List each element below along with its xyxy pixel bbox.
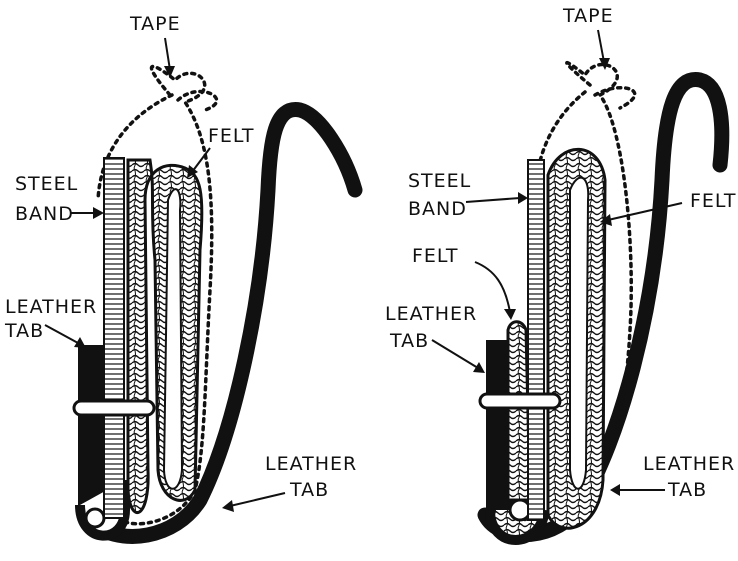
right-label-tab-top: TAB (389, 330, 429, 352)
left-label-leather-bottom: LEATHER (265, 453, 357, 475)
left-label-felt: FELT (208, 125, 255, 147)
right-label-tab-bottom: TAB (667, 479, 707, 501)
left-label-tab-top: TAB (4, 320, 44, 342)
left-felt-inner-gap (164, 189, 182, 489)
left-label-tape: TAPE (129, 13, 181, 35)
right-label-steel: STEEL (408, 170, 471, 192)
right-label-band: BAND (408, 198, 467, 220)
right-buckle-strap (480, 394, 560, 408)
right-label-leather-bottom: LEATHER (643, 453, 735, 475)
left-buckle-strap (74, 401, 154, 415)
right-label-felt-left: FELT (412, 245, 459, 267)
right-felt-short-pad (508, 322, 530, 500)
left-label-band: BAND (15, 203, 74, 225)
left-label-tab-bottom: TAB (289, 479, 329, 501)
left-label-leather-top: LEATHER (5, 296, 97, 318)
right-label-tape: TAPE (562, 5, 614, 27)
left-label-steel: STEEL (15, 173, 78, 195)
right-label-felt-right: FELT (690, 190, 737, 212)
left-steel-band (104, 158, 124, 518)
right-steel-band (528, 160, 544, 520)
right-label-leather-top: LEATHER (385, 303, 477, 325)
right-felt-inner-gap (570, 178, 588, 489)
